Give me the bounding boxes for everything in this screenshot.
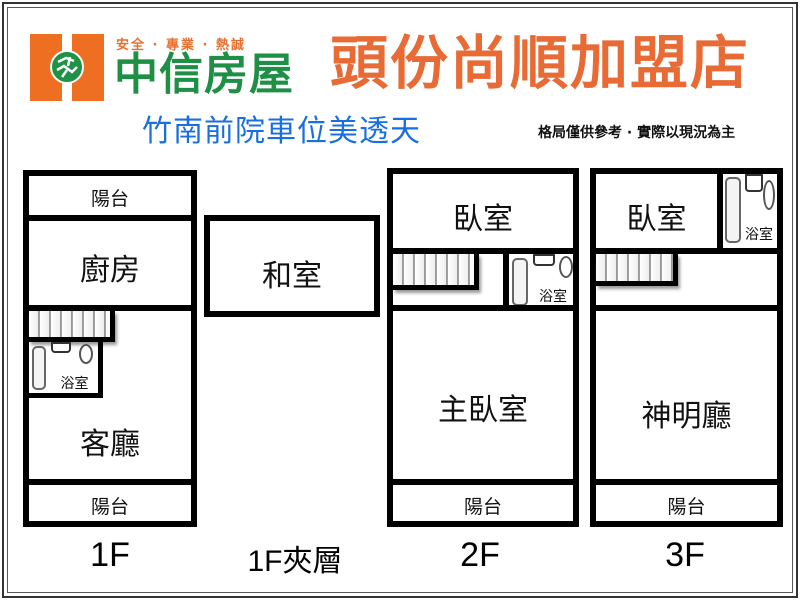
disclaimer: 格局僅供參考 · 實際以現況為主	[538, 125, 736, 141]
bathtub-icon	[512, 258, 528, 306]
room-label: 浴室	[745, 227, 773, 243]
room-balcony-2f: 陽台	[387, 479, 579, 527]
room-kitchen: 廚房	[23, 215, 197, 311]
room-label: 陽台	[90, 496, 129, 518]
stairs	[596, 254, 678, 286]
floor-label-2f: 2F	[460, 536, 500, 574]
toilet-icon	[763, 180, 775, 210]
room-balcony-rear: 陽台	[23, 479, 197, 527]
globe-icon	[50, 50, 84, 84]
listing-subtitle: 竹南前院車位美透天	[142, 114, 421, 149]
floor-label-3f: 3F	[665, 536, 705, 574]
room-bedroom-3f: 臥室 浴室	[590, 168, 783, 254]
room-tatami: 和室	[204, 215, 380, 317]
room-label: 陽台	[90, 188, 129, 210]
room-shrine-hall: 神明廳	[590, 305, 783, 485]
floor-label-1f: 1F	[90, 536, 130, 574]
room-living: 浴室 客廳	[23, 305, 197, 485]
stairs	[29, 311, 115, 342]
stairs	[393, 254, 479, 290]
bathroom-1f: 浴室	[29, 342, 103, 398]
room-label: 客廳	[80, 427, 140, 462]
room-label: 臥室	[626, 202, 687, 237]
room-label: 廚房	[80, 253, 140, 288]
bathroom-3f: 浴室	[717, 174, 777, 248]
room-label: 陽台	[667, 496, 706, 518]
bathtub-icon	[725, 177, 741, 243]
toilet-icon	[559, 256, 573, 278]
room-master-bedroom: 主臥室	[387, 305, 579, 485]
brand-logo	[30, 34, 104, 101]
room-label: 和室	[262, 259, 322, 294]
room-label: 陽台	[463, 496, 502, 518]
room-balcony-front: 陽台	[23, 170, 197, 221]
sink-icon	[533, 254, 555, 266]
room-label: 神明廳	[641, 399, 732, 434]
room-label: 浴室	[539, 289, 567, 305]
bathtub-icon	[32, 346, 46, 390]
sink-icon	[51, 342, 71, 353]
sink-icon	[745, 174, 763, 192]
room-balcony-3f: 陽台	[590, 479, 783, 527]
room-label: 主臥室	[438, 393, 528, 428]
store-name: 頭份尚順加盟店	[330, 29, 751, 97]
inner-frame	[7, 7, 793, 593]
room-bedroom-2f: 臥室	[387, 168, 579, 254]
stair-hall-3f	[590, 248, 783, 311]
room-label: 浴室	[60, 376, 89, 392]
bathroom-2f: 浴室	[503, 254, 573, 314]
stair-hall-2f: 浴室	[387, 248, 579, 314]
room-label: 臥室	[453, 202, 513, 237]
toilet-icon	[79, 344, 93, 364]
brand-name: 中信房屋	[114, 49, 294, 100]
floor-label-1f-mezzanine: 1F夾層	[247, 545, 343, 578]
slogan: 安全 · 專業 · 熱誠	[116, 38, 246, 53]
